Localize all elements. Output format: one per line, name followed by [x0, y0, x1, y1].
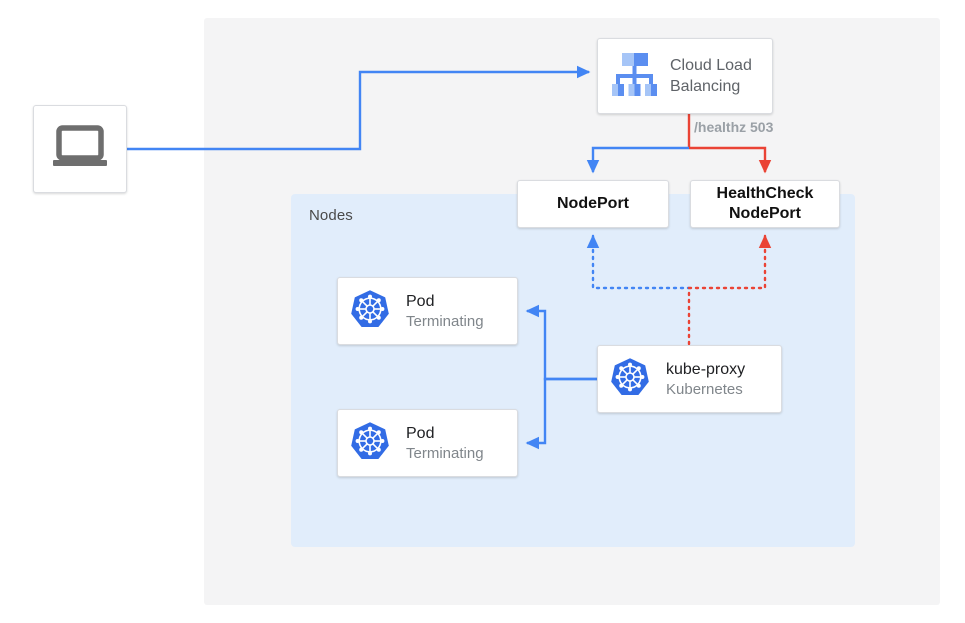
- kube-proxy-subtitle: Kubernetes: [666, 380, 743, 398]
- pod-1-title: Pod: [406, 292, 435, 310]
- cloud-load-balancing-card: Cloud Load Balancing: [597, 38, 773, 114]
- pod-1-text: Pod Terminating: [406, 291, 484, 332]
- kube-proxy-text: kube-proxy Kubernetes: [666, 359, 745, 400]
- kube-proxy-title: kube-proxy: [666, 360, 746, 378]
- healthcheck-nodeport-text: HealthCheck NodePort: [717, 184, 814, 224]
- nodes-region-label: Nodes: [309, 207, 353, 224]
- cloud-load-balancing-title-line1: Cloud Load: [670, 57, 752, 74]
- laptop-icon: [52, 124, 108, 175]
- healthz-edge-label: /healthz 503: [694, 119, 774, 135]
- cloud-load-balancing-title-line2: Balancing: [670, 78, 741, 95]
- nodeport-card: NodePort: [517, 180, 669, 228]
- nodeport-title: NodePort: [557, 195, 629, 212]
- pod-2-title: Pod: [406, 424, 435, 442]
- kubernetes-icon: [350, 289, 390, 334]
- client-laptop-card: [33, 105, 127, 193]
- pod-1-card: Pod Terminating: [337, 277, 518, 345]
- healthcheck-nodeport-title-line2: NodePort: [728, 205, 801, 222]
- pod-1-status: Terminating: [406, 312, 484, 330]
- pod-2-text: Pod Terminating: [406, 423, 484, 464]
- kubernetes-icon: [610, 357, 650, 402]
- cloud-load-balancing-text: Cloud Load Balancing: [670, 55, 752, 97]
- cloud-load-balancing-icon: [608, 49, 660, 104]
- pod-2-status: Terminating: [406, 444, 484, 462]
- kubernetes-icon: [350, 421, 390, 466]
- pod-2-card: Pod Terminating: [337, 409, 518, 477]
- healthcheck-nodeport-title-line1: HealthCheck: [716, 185, 814, 202]
- healthcheck-nodeport-card: HealthCheck NodePort: [690, 180, 840, 228]
- nodeport-text: NodePort: [557, 194, 629, 214]
- kube-proxy-card: kube-proxy Kubernetes: [597, 345, 782, 413]
